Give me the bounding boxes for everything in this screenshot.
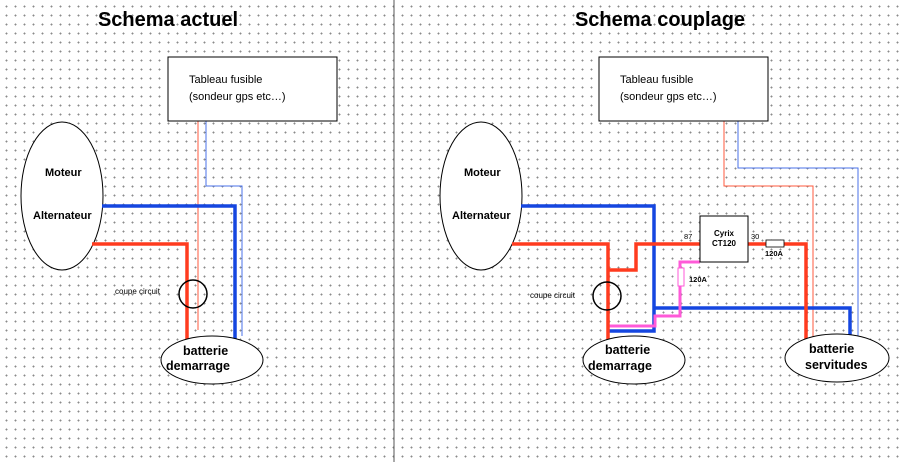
right-link-wire <box>608 260 700 328</box>
right-panel: Schema couplage Tableau fusible (sondeur… <box>439 9 890 385</box>
right-negative-wire <box>521 204 656 333</box>
right-service-battery <box>784 333 890 383</box>
right-thin-blue-wire <box>737 121 859 348</box>
right-coupler-input-wire <box>608 242 700 272</box>
left-cutoff-switch <box>178 279 208 309</box>
right-service-battery-line1: batterie <box>809 342 854 356</box>
right-positive-wire <box>512 242 610 340</box>
right-cutoff-switch <box>592 281 622 311</box>
right-main-fuse <box>765 239 785 248</box>
right-start-battery-line2: demarrage <box>588 359 652 373</box>
right-fuse-panel-line2: (sondeur gps etc…) <box>620 91 717 103</box>
left-cutoff-label: coupe circuit <box>115 287 161 296</box>
left-engine-label: Moteur <box>45 167 82 179</box>
right-alternator-label: Alternateur <box>452 210 511 222</box>
right-terminal-out-label: 30 <box>751 232 759 241</box>
right-main-fuse-label: 120A <box>765 249 784 258</box>
left-fuse-panel-line1: Tableau fusible <box>189 74 262 86</box>
left-battery-line2: demarrage <box>166 359 230 373</box>
left-panel: Schema actuel Tableau fusible (sondeur g… <box>20 9 338 385</box>
left-start-battery <box>160 335 264 385</box>
right-engine <box>439 121 523 271</box>
right-start-battery <box>582 335 686 385</box>
right-coupler-line2: CT120 <box>712 239 737 248</box>
right-link-fuse-label: 120A <box>689 275 708 284</box>
right-fuse-panel <box>598 56 769 122</box>
left-positive-wire <box>92 242 189 340</box>
right-terminal-in-label: 87 <box>684 232 692 241</box>
right-link-fuse <box>677 267 685 287</box>
left-fuse-panel-line2: (sondeur gps etc…) <box>189 91 286 103</box>
right-service-battery-line2: servitudes <box>805 358 868 372</box>
left-battery-line1: batterie <box>183 344 228 358</box>
right-fuse-panel-line1: Tableau fusible <box>620 74 693 86</box>
left-negative-wire <box>102 204 237 340</box>
right-coupler-box <box>699 215 749 263</box>
left-fuse-panel <box>167 56 338 122</box>
right-engine-label: Moteur <box>464 167 501 179</box>
left-alternator-label: Alternateur <box>33 210 92 222</box>
right-cutoff-label: coupe circuit <box>530 291 576 300</box>
left-engine <box>20 121 104 271</box>
right-start-battery-line1: batterie <box>605 343 650 357</box>
left-title: Schema actuel <box>98 9 238 31</box>
right-coupler-line1: Cyrix <box>714 229 735 238</box>
right-coupler-output-wire <box>748 242 808 346</box>
right-title: Schema couplage <box>575 9 745 31</box>
left-thin-blue-wire <box>205 121 243 336</box>
right-thin-red-wire <box>723 121 814 346</box>
